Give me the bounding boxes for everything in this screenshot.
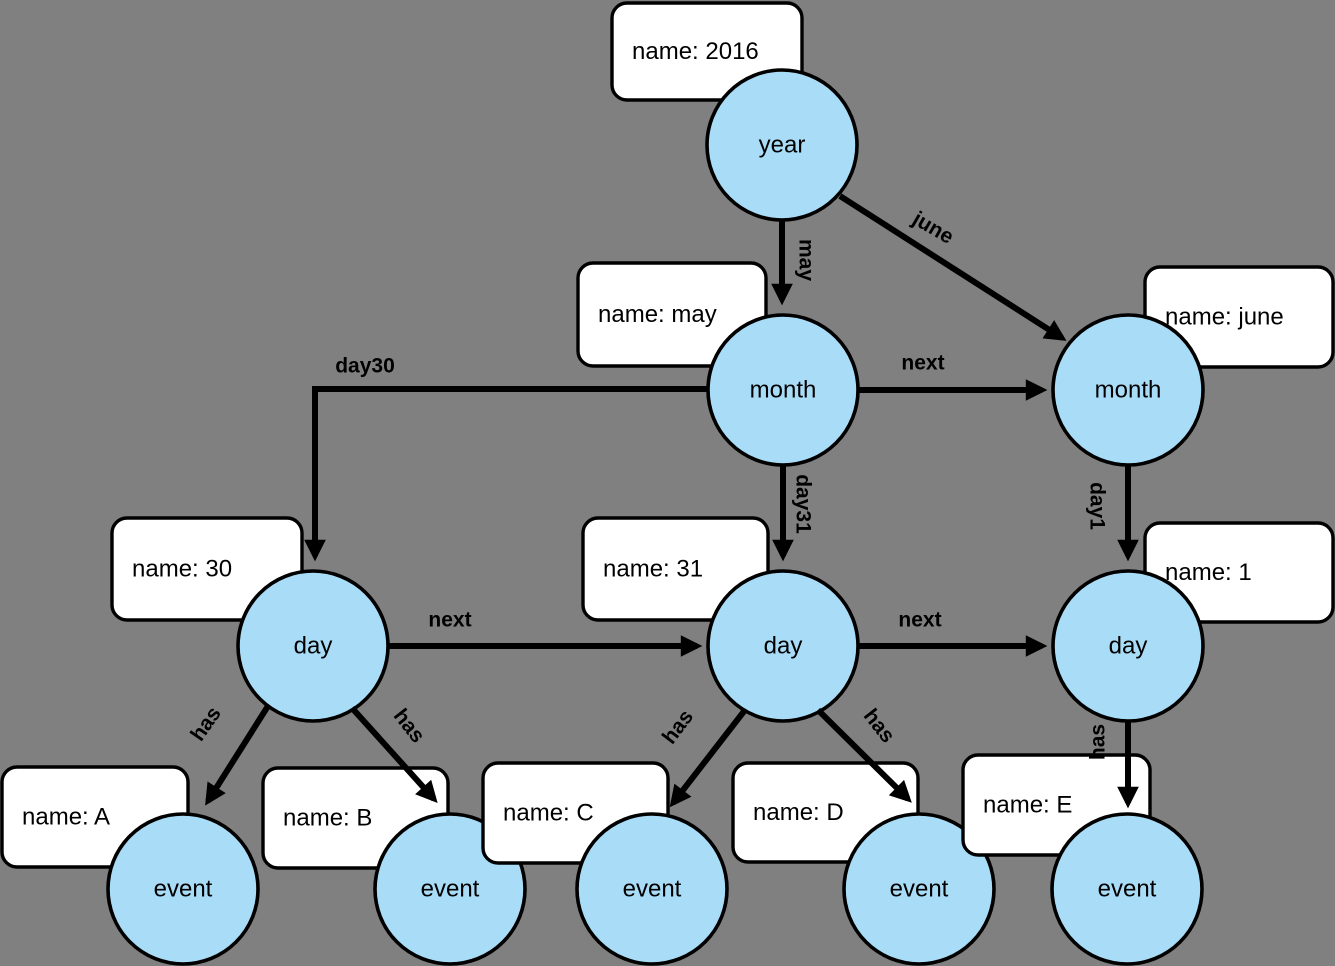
- edge-may-label: may: [795, 239, 818, 281]
- node-event-b-label: event: [421, 876, 480, 903]
- node-day-1-label: day: [1109, 633, 1148, 660]
- node-year-circle: [705, 68, 859, 222]
- node-day-31: day: [706, 569, 860, 723]
- edge-next-day31: next: [859, 609, 1048, 657]
- node-event-e-label: event: [1098, 876, 1157, 903]
- node-event-a-label: event: [154, 876, 213, 903]
- edge-may: may: [771, 221, 818, 306]
- edge-has-c-line: [669, 708, 748, 808]
- edge-has-b-label: has: [389, 705, 429, 748]
- edge-next-day30: next: [389, 609, 703, 657]
- node-event-a: event: [106, 812, 260, 966]
- prop-30-label: name: 30: [132, 556, 232, 583]
- prop-may-rect: [576, 261, 768, 368]
- prop-c-label: name: C: [503, 800, 594, 827]
- node-event-c-circle: [575, 812, 729, 966]
- node-month-june-circle: [1051, 313, 1205, 467]
- edge-has-a-label: has: [186, 703, 226, 746]
- edge-has-e: has: [1087, 721, 1139, 809]
- node-event-c: event: [575, 812, 729, 966]
- node-year-label: year: [759, 132, 806, 159]
- prop-31: name: 31: [581, 516, 770, 622]
- edge-day31: day31: [772, 465, 815, 562]
- node-event-c-label: event: [623, 876, 682, 903]
- edge-has-b-line: [349, 705, 438, 804]
- prop-31-label: name: 31: [603, 556, 703, 583]
- prop-e-label: name: E: [983, 792, 1072, 819]
- node-day-30-label: day: [294, 633, 333, 660]
- edge-has-d-label: has: [859, 705, 899, 748]
- node-event-d: event: [842, 812, 996, 966]
- node-event-d-circle: [842, 812, 996, 966]
- edge-next-day30-label: next: [428, 609, 471, 632]
- edge-day30-line: [304, 386, 708, 562]
- edge-next-month-label: next: [901, 352, 944, 375]
- prop-30-rect: [110, 516, 304, 622]
- edge-day30-label: day30: [335, 355, 395, 378]
- node-event-e: event: [1050, 812, 1204, 966]
- node-day-31-circle: [706, 569, 860, 723]
- edge-day1: day1: [1086, 465, 1139, 562]
- node-event-d-label: event: [890, 876, 949, 903]
- node-day-1: day: [1051, 569, 1205, 723]
- edge-has-a-line: [205, 704, 271, 806]
- node-day-30: day: [236, 569, 390, 723]
- node-event-e-circle: [1050, 812, 1204, 966]
- node-month-may-circle: [706, 313, 860, 467]
- node-day-30-circle: [236, 569, 390, 723]
- node-month-may-label: month: [750, 377, 817, 404]
- prop-may: name: may: [576, 261, 768, 368]
- edge-next-day31-label: next: [898, 609, 941, 632]
- edge-day30: day30: [304, 355, 708, 562]
- node-month-june-label: month: [1095, 377, 1162, 404]
- edge-day31-label: day31: [792, 474, 815, 534]
- prop-1: name: 1: [1143, 521, 1335, 624]
- prop-d-label: name: D: [753, 799, 844, 826]
- node-month-may: month: [706, 313, 860, 467]
- edge-next-month: next: [859, 352, 1048, 401]
- edge-day1-label: day1: [1086, 482, 1109, 530]
- edge-has-a: has: [186, 703, 271, 806]
- node-day-31-label: day: [764, 633, 803, 660]
- prop-30: name: 30: [110, 516, 304, 622]
- prop-a-label: name: A: [22, 804, 110, 831]
- edge-june-line: [838, 193, 1067, 341]
- node-event-a-circle: [106, 812, 260, 966]
- node-month-june: month: [1051, 313, 1205, 467]
- prop-june-label: name: june: [1165, 304, 1284, 331]
- edge-june: june: [838, 193, 1067, 341]
- prop-may-label: name: may: [598, 301, 717, 328]
- edge-has-e-label: has: [1087, 724, 1110, 760]
- prop-2016-label: name: 2016: [632, 38, 759, 65]
- prop-31-rect: [581, 516, 770, 622]
- edge-has-d-line: [815, 707, 912, 803]
- prop-1-label: name: 1: [1165, 559, 1252, 586]
- edge-has-c-label: has: [658, 706, 698, 749]
- node-year: year: [705, 68, 859, 222]
- prop-b-label: name: B: [283, 805, 372, 832]
